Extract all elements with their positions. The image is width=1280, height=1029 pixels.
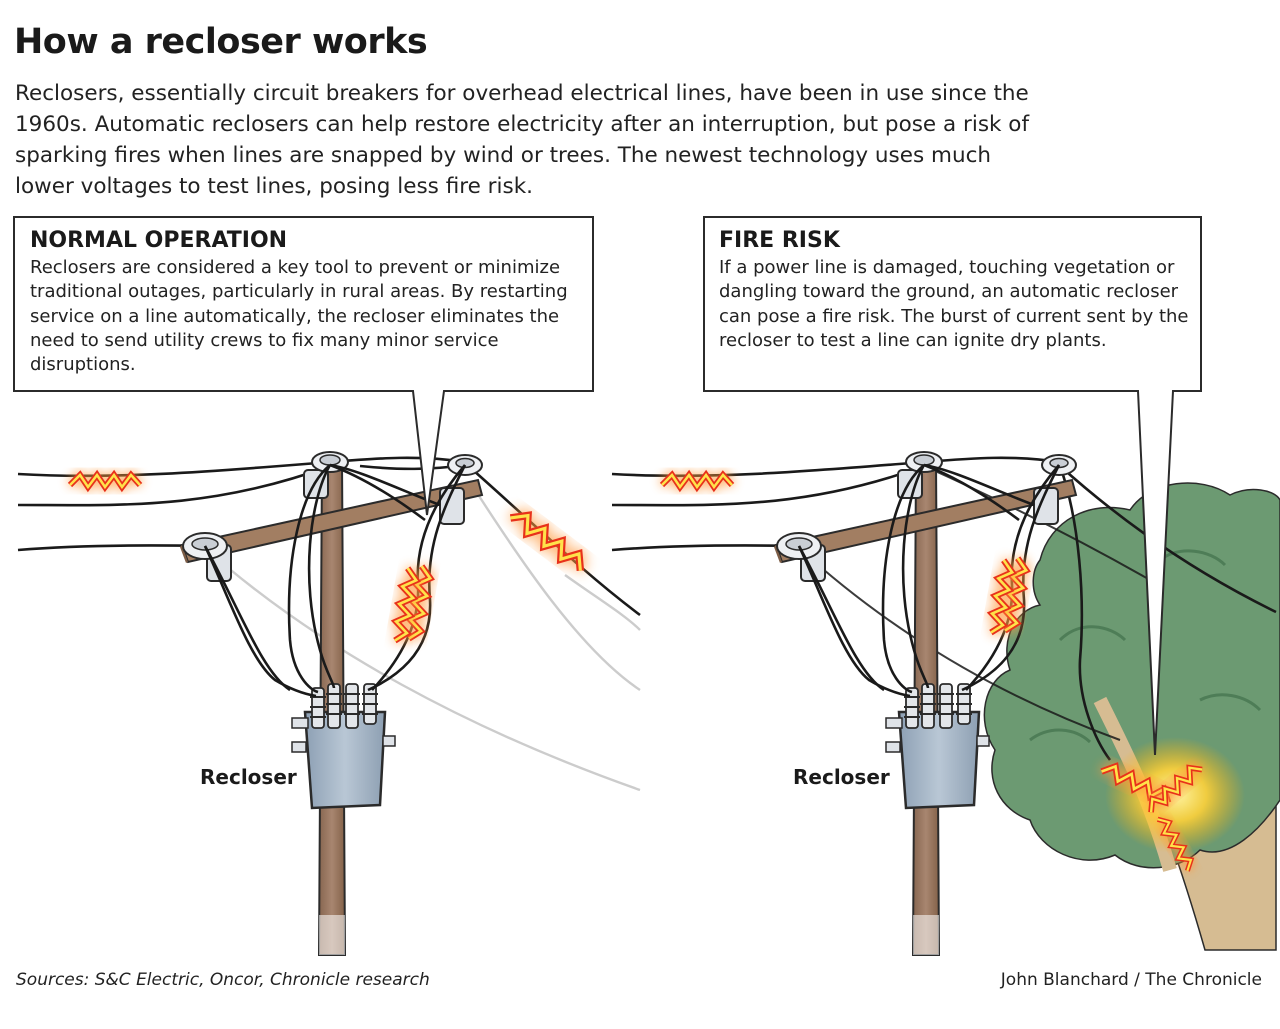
recloser-label: Recloser — [200, 765, 297, 789]
faded-lines — [204, 481, 641, 792]
intro-paragraph: Reclosers, essentially circuit breakers … — [15, 81, 1030, 199]
sources-note: Sources: S&C Electric, Oncor, Chronicle … — [16, 970, 430, 990]
callout-box-fire — [703, 216, 1202, 756]
tree — [983, 482, 1280, 951]
page-title: How a recloser works — [14, 22, 428, 62]
normal-operation-heading: NORMAL OPERATION — [30, 228, 288, 253]
callout-box-normal — [13, 216, 594, 516]
normal-operation-callout: NORMAL OPERATION Reclosers are considere… — [30, 227, 585, 377]
spark-icon — [509, 508, 588, 573]
fire-risk-body: If a power line is damaged, touching veg… — [719, 257, 1189, 351]
normal-operation-diagram — [13, 216, 641, 957]
recloser-label: Recloser — [793, 765, 890, 789]
fire-risk-callout: FIRE RISK If a power line is damaged, to… — [719, 227, 1194, 353]
credit-line: John Blanchard / The Chronicle — [1000, 970, 1262, 990]
fire-risk-diagram — [611, 216, 1280, 957]
fire-risk-heading: FIRE RISK — [719, 228, 840, 253]
normal-operation-body: Reclosers are considered a key tool to p… — [30, 257, 568, 376]
